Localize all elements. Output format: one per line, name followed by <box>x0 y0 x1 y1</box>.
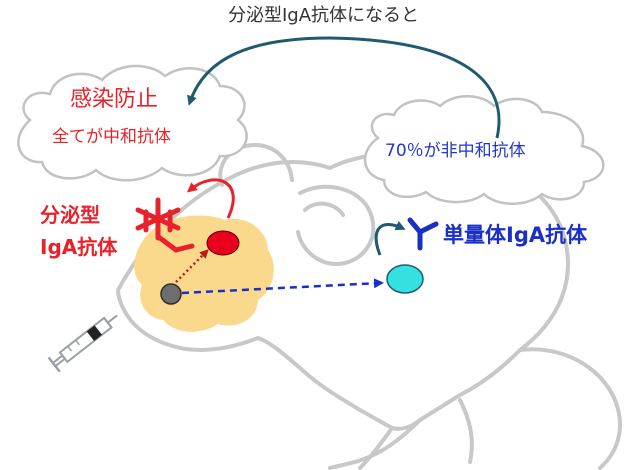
secretory-iga-icon <box>135 197 195 253</box>
gray-cell <box>160 283 182 305</box>
secretory-label-line1: 分泌型 <box>40 203 100 227</box>
all-neutralizing-label: 全てが中和抗体 <box>52 127 171 147</box>
teal-curve-arrow <box>374 220 406 256</box>
red-curve-arrow <box>186 178 235 219</box>
syringe-icon <box>47 314 118 373</box>
cloud-right <box>363 95 605 205</box>
mouse-outline <box>116 143 622 470</box>
top-arc-arrow <box>187 36 501 139</box>
monomeric-iga-icon <box>407 217 439 251</box>
top-caption: 分泌型IgA抗体になると <box>228 5 420 26</box>
cyan-cell <box>386 264 424 294</box>
protection-label: 感染防止 <box>70 87 159 112</box>
non-neutralizing-label: 70％が非中和抗体 <box>385 141 526 161</box>
red-dotted-arrow <box>175 249 209 283</box>
blue-dashed-arrow <box>181 278 384 295</box>
secretory-label-line2: IgA抗体 <box>40 235 118 259</box>
cloud-left <box>17 64 248 182</box>
monomeric-label: 単量体IgA抗体 <box>443 223 588 247</box>
nasal-tissue <box>134 215 274 332</box>
red-cell <box>206 230 240 256</box>
